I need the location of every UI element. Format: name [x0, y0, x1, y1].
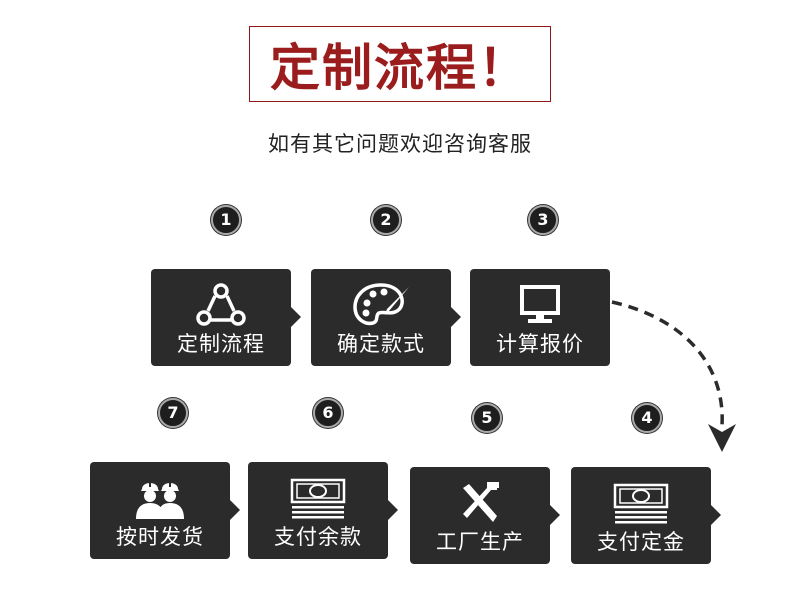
title-box: 定制流程！ [249, 26, 551, 102]
step-number-7: 7 [158, 398, 188, 428]
cash-icon [248, 474, 388, 522]
cash-icon [571, 479, 711, 527]
step-label-1: 定制流程 [177, 332, 265, 356]
palette-icon [311, 281, 451, 329]
step-arrow [451, 307, 461, 327]
step-arrow [230, 500, 240, 520]
step-number-6: 6 [313, 398, 343, 428]
monitor-icon [470, 281, 610, 329]
step-arrow [711, 505, 721, 525]
step-label-3: 计算报价 [496, 332, 584, 356]
page-title: 定制流程！ [270, 39, 530, 97]
step-label-7: 按时发货 [116, 525, 204, 549]
step-label-6: 支付余款 [274, 525, 362, 549]
step-number-4: 4 [632, 403, 662, 433]
step-number-1: 1 [211, 205, 241, 235]
step-card-3: 计算报价 [470, 269, 610, 366]
step-card-7: 按时发货 [90, 462, 240, 559]
step-arrow [550, 505, 560, 525]
step-card-2: 确定款式 [311, 269, 461, 366]
step-number-5: 5 [472, 403, 502, 433]
step-label-5: 工厂生产 [436, 530, 524, 554]
step-label-4: 支付定金 [597, 530, 685, 554]
step-arrow [291, 307, 301, 327]
step-number-3: 3 [528, 205, 558, 235]
tools-icon [410, 479, 550, 527]
workers-icon [90, 474, 230, 522]
step-card-1: 定制流程 [151, 269, 301, 366]
step-card-5: 工厂生产 [410, 467, 560, 564]
step-arrow [388, 500, 398, 520]
step-number-2: 2 [371, 205, 401, 235]
page-subtitle: 如有其它问题欢迎咨询客服 [268, 132, 532, 156]
step-card-4: 支付定金 [571, 467, 721, 564]
process-cycle-icon [151, 281, 291, 329]
step-label-2: 确定款式 [337, 332, 425, 356]
step-card-6: 支付余款 [248, 462, 398, 559]
